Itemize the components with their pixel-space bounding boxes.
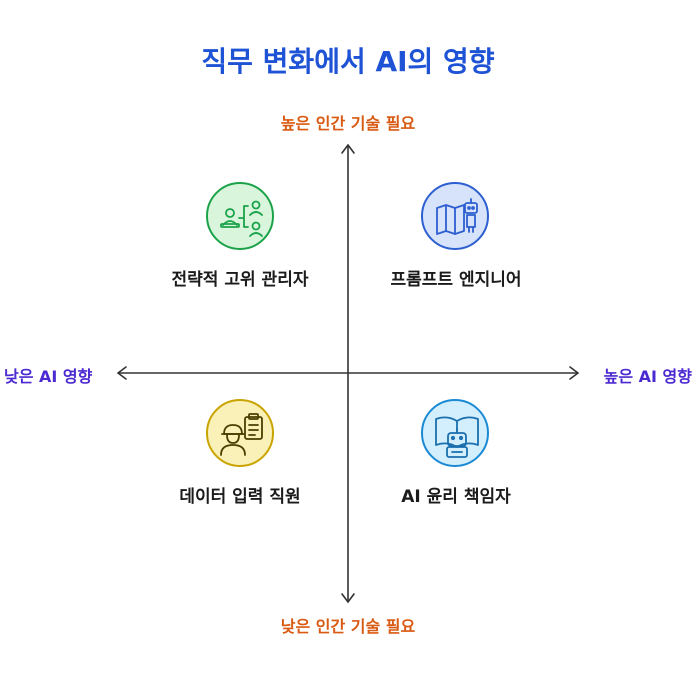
arrow-left-icon (117, 366, 127, 380)
axis-label-top: 높은 인간 기술 필요 (280, 114, 416, 133)
quadrant-label-top-left: 전략적 고위 관리자 (171, 270, 309, 290)
axis-label-bottom: 낮은 인간 기술 필요 (280, 617, 416, 636)
axis-label-left: 낮은 AI 영향 (4, 367, 93, 386)
arrow-down-icon (341, 593, 355, 603)
quadrant-label-top-right: 프롬프트 엔지니어 (390, 270, 522, 290)
people-org-chart-icon (206, 182, 274, 250)
robot-map-icon (421, 182, 489, 250)
worker-clipboard-icon (206, 399, 274, 467)
quadrant-label-bottom-right: AI 윤리 책임자 (401, 487, 511, 507)
quadrant-label-bottom-left: 데이터 입력 직원 (179, 487, 301, 507)
axis-label-right: 높은 AI 영향 (603, 367, 692, 386)
arrow-up-icon (341, 144, 355, 154)
robot-book-icon (421, 399, 489, 467)
arrow-right-icon (569, 366, 579, 380)
page-title: 직무 변화에서 AI의 영향 (201, 45, 495, 78)
